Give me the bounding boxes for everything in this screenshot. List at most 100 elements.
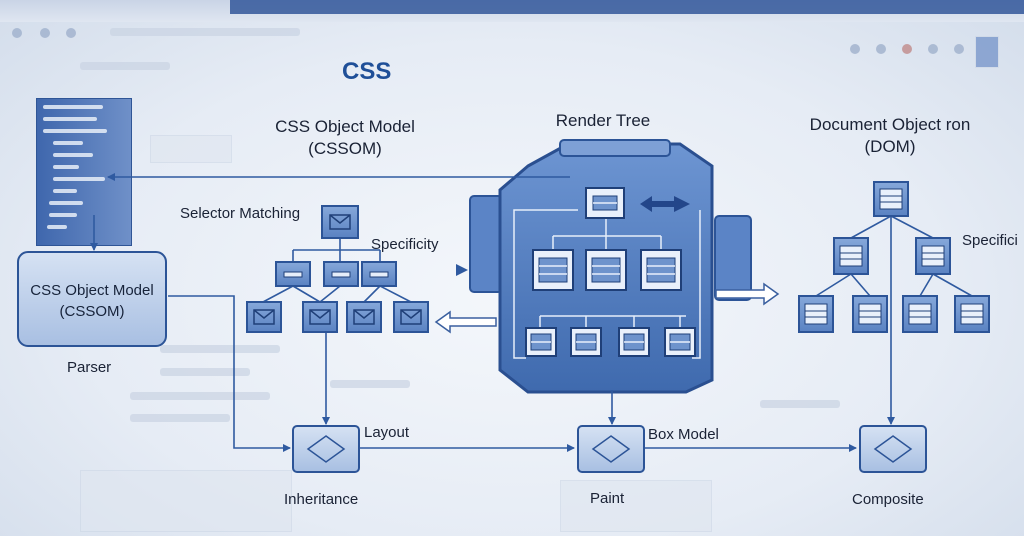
envelope-icon[interactable] [346, 301, 382, 333]
list-icon[interactable] [585, 249, 627, 291]
render-tree-connectors [513, 209, 701, 359]
minus-node-icon[interactable] [323, 261, 359, 287]
layout-label: Layout [364, 424, 410, 441]
list-icon[interactable] [902, 295, 938, 333]
cssom-box[interactable] [17, 251, 167, 347]
toolbar-icon [850, 44, 860, 54]
cssom-heading-line1: CSS Object Model [275, 117, 415, 136]
dom-heading-line2: (DOM) [864, 137, 916, 156]
list-icon[interactable] [833, 237, 869, 275]
envelope-icon[interactable] [393, 301, 429, 333]
connector [513, 209, 578, 359]
envelope-icon[interactable] [321, 205, 359, 239]
arrow-small-icon [456, 264, 468, 276]
selector-matching-label: Selector Matching [180, 205, 301, 222]
connector [919, 273, 934, 297]
ghost-panel [150, 135, 232, 163]
diagram-title: CSS [342, 58, 392, 85]
list-icon[interactable] [640, 249, 682, 291]
connector [850, 273, 871, 297]
dom-tree [798, 181, 990, 333]
list-icon[interactable] [873, 181, 909, 217]
list-icon[interactable] [525, 327, 557, 357]
code-line [47, 225, 67, 229]
engine-right-cap [714, 215, 752, 301]
inheritance-label: Inheritance [284, 491, 359, 508]
toolbar-icon [902, 44, 912, 54]
diamond-icon[interactable] [577, 425, 645, 473]
arrow-right-icon [715, 282, 780, 306]
ghost-text [160, 345, 280, 353]
toolbar-icon [876, 44, 886, 54]
arrow-left-icon [434, 310, 497, 334]
diamond-icon[interactable] [292, 425, 360, 473]
parser-label: Parser [67, 359, 112, 376]
toolbar-icon [954, 44, 964, 54]
list-icon[interactable] [954, 295, 990, 333]
code-panel [36, 98, 132, 246]
code-line [53, 177, 105, 181]
connector [692, 210, 701, 359]
connector [292, 285, 321, 303]
back-icon [12, 28, 22, 38]
dom-heading: Document Object ron (DOM) [790, 114, 990, 158]
connector [363, 285, 381, 303]
cssom-box-line1: CSS Object Model [30, 282, 154, 299]
connector [815, 273, 852, 297]
engine-top [559, 139, 671, 157]
connector [319, 285, 341, 303]
code-line [53, 141, 83, 145]
ghost-text [160, 368, 250, 376]
envelope-icon[interactable] [302, 301, 338, 333]
list-icon[interactable] [618, 327, 650, 357]
minus-node-icon[interactable] [361, 261, 397, 287]
list-icon[interactable] [852, 295, 888, 333]
list-icon[interactable] [570, 327, 602, 357]
code-line [43, 105, 103, 109]
code-line [49, 201, 83, 205]
cssom-tree [246, 205, 429, 333]
diamond-icon[interactable] [859, 425, 927, 473]
forward-icon [40, 28, 50, 38]
reload-icon [66, 28, 76, 38]
code-line [43, 117, 97, 121]
code-line [49, 213, 77, 217]
code-line [53, 189, 77, 193]
toolbar-icon [928, 44, 938, 54]
cssom-box-line2: (CSSOM) [59, 303, 125, 320]
cssom-box-label: CSS Object Model (CSSOM) [18, 280, 166, 322]
render-tree-nodes [525, 187, 696, 357]
flow-arrows [434, 196, 780, 334]
connector [168, 295, 291, 452]
double-arrow-icon [640, 196, 690, 212]
list-icon[interactable] [532, 249, 574, 291]
connector [262, 285, 294, 303]
ghost-text [130, 414, 230, 422]
ghost-panel [80, 470, 292, 532]
minus-node-icon[interactable] [275, 261, 311, 287]
connector [379, 285, 412, 303]
render-tree-heading: Render Tree [555, 111, 651, 130]
ghost-text [330, 380, 410, 388]
list-icon[interactable] [585, 187, 625, 219]
browser-address-bar [230, 0, 1024, 14]
envelope-icon[interactable] [246, 301, 282, 333]
code-line [43, 129, 107, 133]
composite-label: Composite [852, 491, 924, 508]
ghost-text [760, 400, 840, 408]
code-line [53, 153, 93, 157]
cssom-heading-line2: (CSSOM) [308, 139, 382, 158]
connector [890, 215, 934, 239]
ghost-text [130, 392, 270, 400]
dom-heading-line1: Document Object ron [809, 115, 971, 134]
stage-nodes [292, 425, 927, 473]
cssom-heading: CSS Object Model (CSSOM) [250, 116, 440, 160]
list-icon[interactable] [915, 237, 951, 275]
list-icon[interactable] [664, 327, 696, 357]
list-icon[interactable] [798, 295, 834, 333]
ghost-panel [560, 480, 712, 532]
specificity-label-right: Specifici [962, 232, 1018, 249]
connector [850, 215, 892, 239]
box-model-label: Box Model [648, 426, 719, 443]
